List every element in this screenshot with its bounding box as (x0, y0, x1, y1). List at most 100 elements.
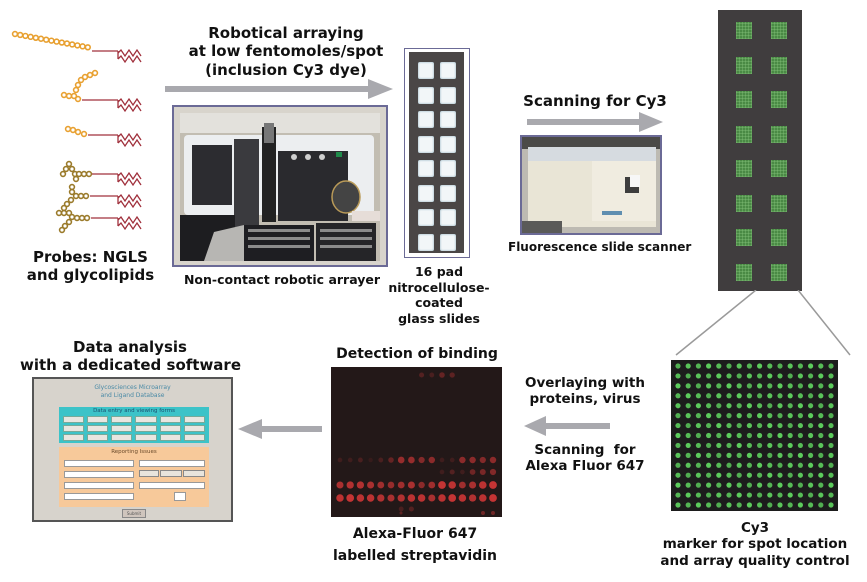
cy3-spot (808, 363, 814, 369)
lipid-tail (92, 171, 142, 187)
form-button[interactable] (135, 425, 157, 432)
slide-pad (418, 160, 434, 177)
probe-1 (11, 30, 92, 51)
cy3-spot (685, 363, 691, 369)
cy3-spot (787, 462, 793, 468)
arrayer-image (174, 107, 386, 265)
form-button[interactable] (87, 434, 109, 441)
form-button[interactable] (111, 425, 133, 432)
report-field-4[interactable] (64, 493, 134, 500)
cy3-spot (716, 482, 722, 488)
form-button[interactable] (183, 416, 205, 423)
overlay-arrow (524, 416, 610, 436)
form-button[interactable] (111, 416, 133, 423)
cy3-spot (706, 452, 712, 458)
sugar-residue (72, 192, 80, 200)
report-field-2[interactable] (64, 471, 134, 478)
cy3-caption-line-3: and array quality control (660, 552, 850, 569)
cy3-spots (675, 363, 834, 508)
sugar-residue (70, 92, 78, 100)
cy3-spot (706, 442, 712, 449)
report-field-3[interactable] (64, 482, 134, 489)
sugar-residue (65, 92, 73, 100)
form-button[interactable] (63, 416, 85, 423)
sugar-residue (55, 209, 63, 217)
sugar-residue (82, 192, 90, 200)
sugar-residue (72, 86, 80, 94)
report-field-7[interactable] (174, 492, 186, 501)
probes-label-line-1: Probes: NGLS (33, 248, 148, 266)
form-button[interactable] (87, 416, 109, 423)
cy3-spot (808, 472, 814, 478)
detection-array-image (331, 367, 502, 517)
form-button[interactable] (87, 425, 109, 432)
cy3-spot (787, 413, 793, 419)
cy3-spot (716, 432, 722, 439)
slide-pad (418, 111, 434, 128)
report-button-1[interactable] (139, 470, 159, 477)
cy3-spot (787, 502, 793, 508)
cy3-spot (777, 422, 783, 429)
cy3-spot (828, 393, 834, 399)
form-button[interactable] (135, 416, 157, 423)
cy3-spot (767, 442, 773, 449)
form-button[interactable] (183, 425, 205, 432)
cy3-spot (797, 363, 803, 369)
cy3-spot (675, 393, 681, 399)
cy3-spot (695, 422, 701, 429)
form-button[interactable] (159, 434, 181, 441)
cy3-spot (695, 472, 701, 478)
slide-pad (440, 86, 456, 104)
analysis-title-line-2: with a dedicated software (20, 356, 242, 375)
sugar-residue (68, 213, 76, 221)
cy3-spot (757, 482, 763, 488)
form-button[interactable] (159, 416, 181, 423)
sugar-residue (17, 31, 24, 39)
binding-spot (458, 481, 466, 489)
report-field-1[interactable] (64, 460, 134, 467)
cy3-spot (777, 403, 783, 409)
sugar-residue (32, 34, 39, 41)
probe-molecules (11, 30, 142, 234)
report-button-3[interactable] (183, 470, 205, 477)
cy3-spot (767, 482, 773, 488)
cy3-spot (685, 413, 691, 419)
slide-caption-line-4: glass slides (398, 310, 480, 326)
cy3-pad (771, 22, 787, 39)
binding-spot (378, 457, 384, 463)
cy3-spot (808, 422, 814, 429)
cy3-spot (706, 393, 712, 399)
binding-spot (337, 457, 343, 463)
cy3-spot (716, 393, 722, 399)
cy3-spot (736, 442, 742, 449)
cy3-spot (808, 492, 814, 498)
cy3-spot (675, 462, 681, 468)
cy3-spot (757, 383, 763, 389)
cy3-spot (675, 502, 681, 508)
cy3-spot (716, 363, 722, 369)
probe-4 (59, 160, 93, 183)
sugar-residue (62, 165, 70, 173)
cy3-spot (726, 393, 732, 399)
cy3-spot (716, 442, 722, 449)
form-button[interactable] (63, 425, 85, 432)
report-field-5[interactable] (139, 460, 205, 467)
sugar-residue (74, 42, 81, 49)
software-submit-button[interactable]: Submit (122, 509, 146, 518)
cy3-spot (828, 363, 834, 369)
form-button[interactable] (63, 434, 85, 441)
cy3-spot (828, 502, 834, 508)
form-button[interactable] (183, 434, 205, 441)
form-button[interactable] (159, 425, 181, 432)
sugar-residue (60, 204, 68, 212)
cy3-pad (736, 22, 752, 39)
form-button[interactable] (111, 434, 133, 441)
slide-pad (418, 62, 434, 79)
report-field-6[interactable] (139, 482, 205, 489)
form-button[interactable] (135, 434, 157, 441)
report-button-2[interactable] (160, 470, 182, 477)
cy3-spot (808, 502, 814, 508)
cy3-spot (797, 492, 803, 498)
slide-caption-line-2: nitrocellulose- (388, 279, 490, 295)
cy3-spot (797, 432, 803, 439)
